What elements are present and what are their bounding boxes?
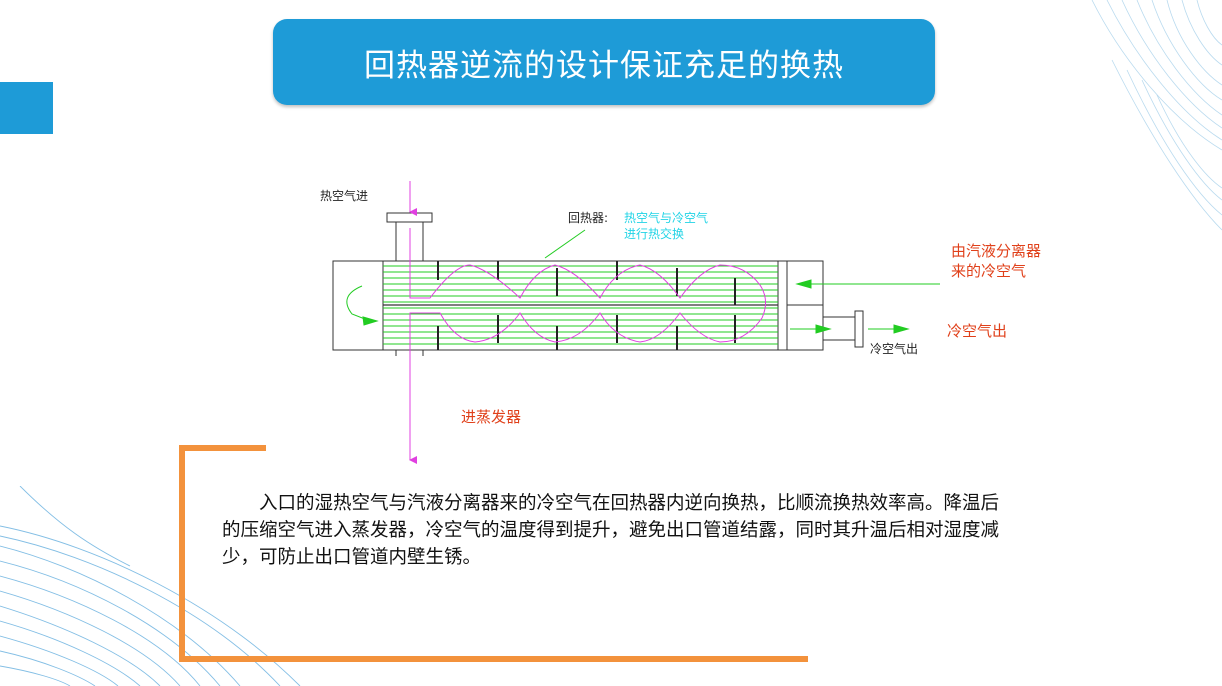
regenerator-label: 回热器: xyxy=(568,211,609,225)
cold-air-outlet-pipe xyxy=(823,310,864,348)
cold-air-flow-arrows xyxy=(346,229,940,334)
bottom-outlet-stub xyxy=(395,350,424,356)
regenerator-desc-line2: 进行热交换 xyxy=(624,227,685,241)
page-title: 回热器逆流的设计保证充足的换热 xyxy=(364,47,844,84)
baffles xyxy=(437,261,736,350)
frame-top-bar xyxy=(179,445,266,451)
cold-air-out-label: 冷空气出 xyxy=(947,322,1008,340)
hot-air-flow-path xyxy=(409,181,766,464)
description-paragraph: 入口的湿热空气与汽液分离器来的冷空气在回热器内逆向换热，比顺流换热效率高。降温后… xyxy=(222,493,1000,568)
from-separator-label-line1: 由汽液分离器 xyxy=(951,242,1042,260)
tube-bundle xyxy=(383,265,778,345)
hot-air-in-label: 热空气进 xyxy=(320,189,369,203)
frame-left-bar xyxy=(179,445,185,662)
frame-bottom-bar xyxy=(179,656,808,662)
from-separator-label-line2: 来的冷空气 xyxy=(951,262,1027,280)
title-banner: 回热器逆流的设计保证充足的换热 xyxy=(273,19,935,105)
to-evaporator-label: 进蒸发器 xyxy=(461,408,522,426)
cold-air-out-small-label: 冷空气出 xyxy=(870,342,919,356)
corner-accent-square xyxy=(0,82,53,134)
regenerator-desc-line1: 热空气与冷空气 xyxy=(624,211,709,225)
